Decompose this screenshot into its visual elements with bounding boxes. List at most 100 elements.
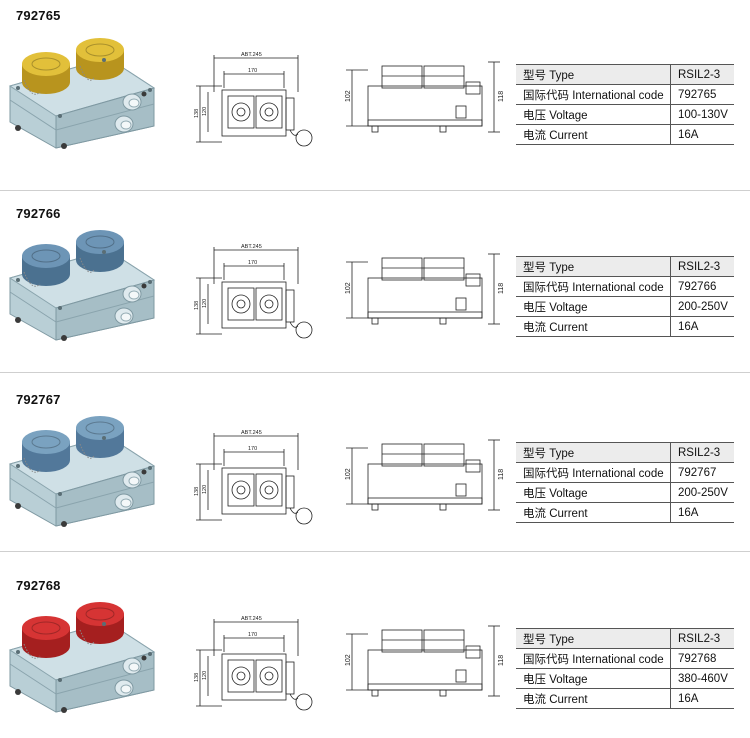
- section-divider: [0, 372, 750, 373]
- spec-row-type: 型号 Type RSIL2-3: [516, 256, 734, 277]
- dim-138: 138: [194, 109, 200, 118]
- spec-label: 电流 Current: [516, 316, 671, 337]
- spec-row-voltage: 电压 Voltage 200-250V: [516, 482, 734, 503]
- side-view-drawing: 102 118: [345, 253, 505, 325]
- spec-label: 电流 Current: [516, 124, 671, 145]
- spec-value: 16A: [678, 506, 699, 519]
- spec-value: RSIL2-3: [670, 442, 734, 463]
- dim-120: 120: [202, 671, 208, 680]
- dim-102: 102: [345, 654, 352, 666]
- spec-value: 792768: [678, 652, 717, 665]
- socket-cap-right: [76, 230, 124, 273]
- spec-table: 型号 Type RSIL2-3 国际代码 International code …: [516, 628, 734, 709]
- spec-table: 型号 Type RSIL2-3 国际代码 International code …: [516, 64, 734, 145]
- spec-value: 16A: [678, 128, 699, 141]
- product-photo: [8, 230, 156, 341]
- dim-abt: ABT.245: [241, 52, 262, 58]
- product-section: 792765: [0, 0, 750, 180]
- socket-cap-left: [22, 244, 70, 287]
- dim-138: 138: [194, 673, 200, 682]
- spec-value: 792765: [678, 88, 717, 101]
- dim-170: 170: [248, 446, 257, 452]
- socket-cap-left: [22, 616, 70, 659]
- dim-abt: ABT.245: [241, 430, 262, 436]
- section-divider: [0, 190, 750, 191]
- spec-table: 型号 Type RSIL2-3 国际代码 International code …: [516, 442, 734, 523]
- spec-row-type: 型号 Type RSIL2-3: [516, 64, 734, 85]
- socket-cap-left: [22, 430, 70, 473]
- product-section: 792767: [0, 372, 750, 552]
- product-section: 792768: [0, 558, 750, 738]
- side-view-drawing: 102 118: [345, 61, 505, 133]
- spec-label: 国际代码 International code: [516, 648, 671, 669]
- spec-value: 200-250V: [678, 300, 728, 313]
- dim-170: 170: [248, 260, 257, 266]
- spec-row-voltage: 电压 Voltage 100-130V: [516, 104, 734, 125]
- spec-value: 380-460V: [678, 672, 728, 685]
- spec-value: 16A: [678, 320, 699, 333]
- spec-label: 型号 Type: [516, 64, 671, 85]
- spec-label: 国际代码 International code: [516, 462, 671, 483]
- spec-label: 电压 Voltage: [516, 482, 671, 503]
- product-code: 792766: [16, 206, 61, 221]
- dim-118: 118: [498, 91, 505, 102]
- spec-label: 国际代码 International code: [516, 276, 671, 297]
- spec-value: 792767: [678, 466, 717, 479]
- spec-row-type: 型号 Type RSIL2-3: [516, 442, 734, 463]
- spec-value: RSIL2-3: [670, 256, 734, 277]
- spec-value: 16A: [678, 692, 699, 705]
- spec-value: 100-130V: [678, 108, 728, 121]
- spec-label: 电压 Voltage: [516, 668, 671, 689]
- dim-120: 120: [202, 485, 208, 494]
- top-view-drawing: ABT.245 170 138 120: [194, 52, 313, 147]
- spec-label: 国际代码 International code: [516, 84, 671, 105]
- spec-row-current: 电流 Current 16A: [516, 316, 734, 337]
- side-view-drawing: 102 118: [345, 625, 505, 697]
- dim-120: 120: [202, 299, 208, 308]
- spec-row-voltage: 电压 Voltage 200-250V: [516, 296, 734, 317]
- spec-value: RSIL2-3: [670, 64, 734, 85]
- dim-118: 118: [498, 655, 505, 666]
- dim-102: 102: [345, 90, 352, 102]
- spec-row-code: 国际代码 International code 792765: [516, 84, 734, 105]
- product-code: 792768: [16, 578, 61, 593]
- spec-value: 792766: [678, 280, 717, 293]
- socket-cap-left: [22, 52, 70, 95]
- spec-label: 型号 Type: [516, 256, 671, 277]
- spec-label: 型号 Type: [516, 442, 671, 463]
- spec-row-code: 国际代码 International code 792766: [516, 276, 734, 297]
- dim-170: 170: [248, 68, 257, 74]
- socket-cap-right: [76, 38, 124, 81]
- top-view-drawing: ABT.245 170 138 120: [194, 244, 313, 339]
- spec-label: 电压 Voltage: [516, 296, 671, 317]
- dim-120: 120: [202, 107, 208, 116]
- product-photo: [8, 38, 156, 149]
- section-divider: [0, 551, 750, 552]
- spec-label: 型号 Type: [516, 628, 671, 649]
- spec-value: 200-250V: [678, 486, 728, 499]
- dim-102: 102: [345, 468, 352, 480]
- dim-102: 102: [345, 282, 352, 294]
- product-photo: [8, 602, 156, 713]
- product-code: 792767: [16, 392, 61, 407]
- spec-row-current: 电流 Current 16A: [516, 502, 734, 523]
- spec-row-code: 国际代码 International code 792767: [516, 462, 734, 483]
- socket-cap-right: [76, 416, 124, 459]
- dim-138: 138: [194, 301, 200, 310]
- dim-170: 170: [248, 632, 257, 638]
- spec-row-current: 电流 Current 16A: [516, 688, 734, 709]
- dim-118: 118: [498, 283, 505, 294]
- side-view-drawing: 102 118: [345, 439, 505, 511]
- product-code: 792765: [16, 8, 61, 23]
- spec-table: 型号 Type RSIL2-3 国际代码 International code …: [516, 256, 734, 337]
- spec-label: 电流 Current: [516, 502, 671, 523]
- spec-row-code: 国际代码 International code 792768: [516, 648, 734, 669]
- top-view-drawing: ABT.245 170 138 120: [194, 430, 313, 525]
- product-section: 792766: [0, 186, 750, 366]
- spec-row-current: 电流 Current 16A: [516, 124, 734, 145]
- spec-row-type: 型号 Type RSIL2-3: [516, 628, 734, 649]
- spec-value: RSIL2-3: [670, 628, 734, 649]
- spec-row-voltage: 电压 Voltage 380-460V: [516, 668, 734, 689]
- socket-cap-right: [76, 602, 124, 645]
- dim-abt: ABT.245: [241, 616, 262, 622]
